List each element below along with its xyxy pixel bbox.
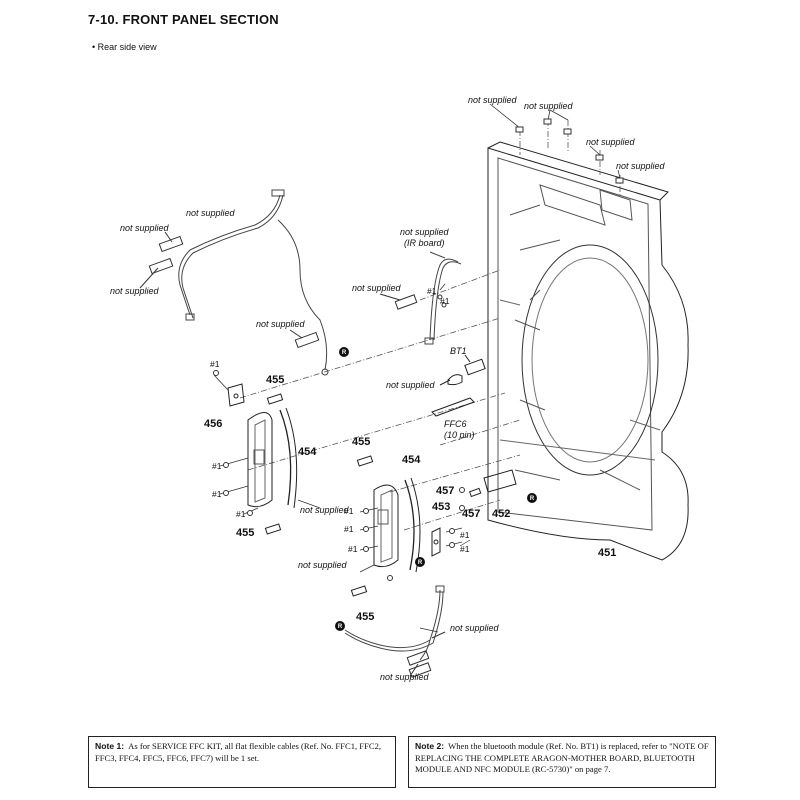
spacer-455-b (264, 523, 282, 535)
ref-457: 457 (436, 485, 454, 497)
part-457-a (468, 487, 482, 498)
r-marker-text: R (342, 350, 347, 356)
bracket-456 (227, 383, 245, 407)
ffc6-cable (431, 397, 475, 417)
note-2-box: Note 2: When the bluetooth module (Ref. … (408, 736, 716, 788)
reference-numbers: 451 452 453 454 454 455 455 455 455 456 … (204, 374, 616, 623)
note-1-box: Note 1: As for SERVICE FFC KIT, all flat… (88, 736, 396, 788)
not-supplied-label: not supplied (616, 161, 666, 171)
exploded-diagram: R R R R not supplied not supplied not su… (110, 95, 689, 682)
not-supplied-label: not supplied (256, 319, 306, 329)
r-marker-text: R (338, 624, 343, 630)
not-supplied-label: not supplied (386, 380, 436, 390)
ref-455: 455 (236, 527, 254, 539)
not-supplied-label: not supplied (450, 623, 500, 633)
r-markers (335, 347, 537, 631)
not-supplied-labels: not supplied not supplied not supplied n… (110, 95, 666, 682)
not-supplied-label: not supplied (468, 95, 518, 105)
screw-1-label: #1 (236, 509, 246, 519)
spacer-455-d (350, 585, 368, 597)
bluetooth-module-bt1 (439, 354, 486, 386)
not-supplied-label: not supplied (352, 283, 402, 293)
screw-1-label: #1 (460, 530, 470, 540)
ref-454: 454 (298, 446, 317, 458)
ffc6-pin-label: (10 pin) (444, 430, 475, 440)
ref-455: 455 (356, 611, 374, 623)
not-supplied-label: not supplied (300, 505, 350, 515)
note-1-heading: Note 1: (95, 741, 125, 751)
ref-454: 454 (402, 454, 421, 466)
ref-452: 452 (492, 508, 510, 520)
ir-board-label: (IR board) (404, 238, 445, 248)
front-panel-cabinet (487, 141, 689, 561)
screw-1-label: #1 (348, 544, 358, 554)
r-marker-text: R (418, 560, 423, 566)
front-bezel-454-right (373, 477, 421, 573)
not-supplied-label: not supplied (380, 672, 430, 682)
plate-452 (483, 469, 517, 493)
not-supplied-label: not supplied (186, 208, 236, 218)
note-2-text: When the bluetooth module (Ref. No. BT1)… (415, 741, 709, 774)
screw-1-label: #1 (212, 489, 222, 499)
not-supplied-label: not supplied (110, 286, 160, 296)
ref-453: 453 (432, 501, 450, 513)
view-subtitle: • Rear side view (92, 42, 157, 52)
screw-1-label: #1 (460, 544, 470, 554)
screw-labels: #1 #1 #1 #1 #1 #1 #1 #1 #1 #1 #1 (210, 286, 470, 554)
spacer-455-a (266, 393, 284, 405)
not-supplied-label: not supplied (400, 227, 450, 237)
r-marker-text: R (530, 496, 535, 502)
ref-455: 455 (266, 374, 284, 386)
page-title: 7-10. FRONT PANEL SECTION (88, 12, 279, 27)
ir-board-cable (424, 251, 462, 345)
front-bezel-454-left (247, 407, 298, 509)
bt1-label: BT1 (450, 346, 467, 356)
note-1-text: As for SERVICE FFC KIT, all flat flexibl… (95, 741, 382, 763)
not-supplied-label: not supplied (298, 560, 348, 570)
screw-1-label: #1 (210, 359, 220, 369)
ffc6-label: FFC6 (444, 419, 467, 429)
part-453 (431, 527, 441, 557)
notes-section: Note 1: As for SERVICE FFC KIT, all flat… (88, 736, 716, 788)
screw-1-label: #1 (427, 286, 437, 296)
ref-455: 455 (352, 436, 370, 448)
ref-456: 456 (204, 418, 222, 430)
spacer-455-c (356, 455, 374, 467)
screw-1-label: #1 (440, 296, 450, 306)
ref-457: 457 (462, 508, 480, 520)
not-supplied-label: not supplied (120, 223, 170, 233)
not-supplied-label: not supplied (524, 101, 574, 111)
note-2-heading: Note 2: (415, 741, 445, 751)
upper-wire-harness (178, 189, 329, 376)
screw-1-label: #1 (344, 506, 354, 516)
lower-wire-harness (344, 585, 445, 661)
not-supplied-label: not supplied (586, 137, 636, 147)
ref-451: 451 (598, 547, 616, 559)
screw-1-label: #1 (212, 461, 222, 471)
screw-1-label: #1 (344, 524, 354, 534)
